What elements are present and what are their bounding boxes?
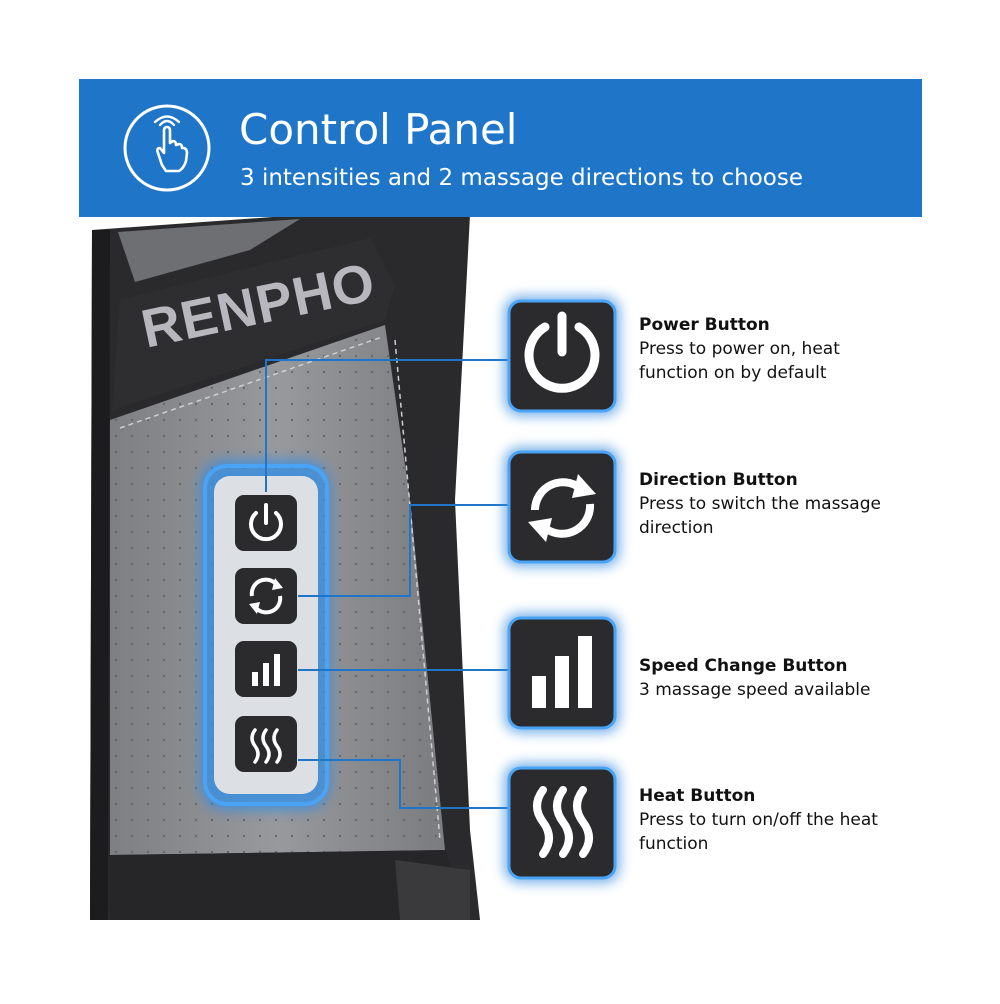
header-banner: Control Panel 3 intensities and 2 massag… [79,79,922,217]
feature-title: Speed Change Button [639,656,848,676]
feature-direction: Direction Button Press to switch the mas… [639,469,929,540]
feature-description: Press to power on, heat function on by d… [639,337,929,385]
connector-lines [265,359,512,809]
panel-direction-button [235,568,297,624]
feature-tile-speed [504,613,620,733]
feature-heat: Heat Button Press to turn on/off the hea… [639,785,929,856]
feature-description: 3 massage speed available [639,678,929,702]
strap-edge [90,230,110,920]
strap-top-panel [118,219,300,282]
touch-hand-icon [122,103,212,193]
feature-tile-heat [504,763,620,883]
feature-power: Power Button Press to power on, heat fun… [639,314,929,385]
desc-line: 3 massage speed available [639,680,871,700]
feature-title: Heat Button [639,786,756,806]
panel-heat-button [235,716,297,772]
feature-description: Press to turn on/off the heat function [639,808,929,856]
desc-line: Press to turn on/off the heat [639,810,878,830]
feature-title: Direction Button [639,470,798,490]
banner-title: Control Panel [239,105,518,154]
desc-line: function on by default [639,363,827,383]
desc-line: direction [639,518,714,538]
desc-line: Press to switch the massage [639,494,881,514]
panel-speed-button [235,641,297,697]
desc-line: function [639,834,709,854]
feature-title: Power Button [639,315,770,335]
feature-speed: Speed Change Button 3 massage speed avai… [639,655,929,702]
panel-power-button [235,495,297,551]
banner-subtitle: 3 intensities and 2 massage directions t… [240,165,804,191]
desc-line: Press to power on, heat [639,339,840,359]
strap-brand-panel [112,238,395,410]
feature-tile-direction [504,447,620,567]
feature-description: Press to switch the massage direction [639,492,929,540]
feature-tile-power [504,296,620,416]
